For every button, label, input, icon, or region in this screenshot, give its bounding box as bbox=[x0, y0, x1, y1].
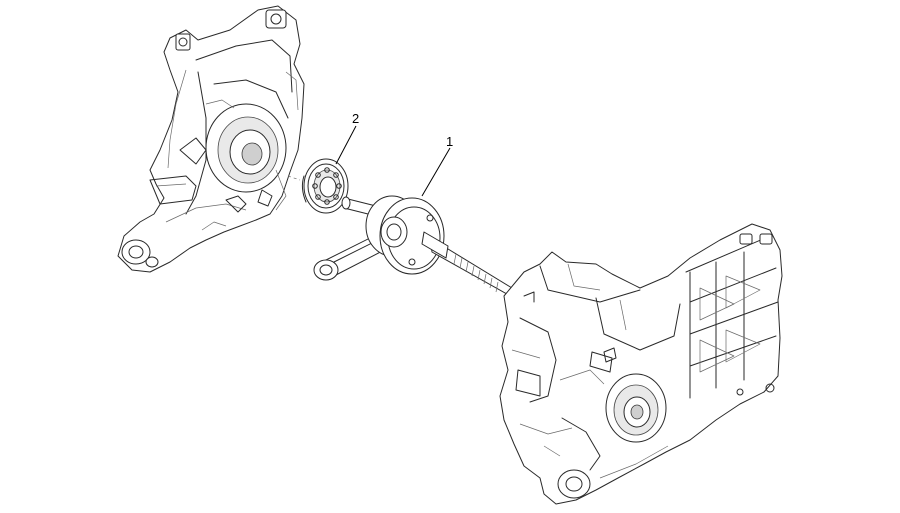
callout-label-1: 1 bbox=[446, 134, 453, 149]
right-crankcase-half bbox=[499, 223, 783, 505]
leader-line-1 bbox=[421, 147, 451, 197]
main-bearing bbox=[301, 158, 349, 214]
alignment-axis bbox=[287, 175, 301, 181]
callout-label-2: 2 bbox=[352, 111, 359, 126]
callout-2: 2 bbox=[335, 111, 359, 165]
callout-1: 1 bbox=[421, 134, 453, 197]
crankshaft-assembly bbox=[313, 195, 517, 299]
left-crankcase-half bbox=[117, 5, 305, 273]
leader-line-2 bbox=[335, 125, 357, 165]
